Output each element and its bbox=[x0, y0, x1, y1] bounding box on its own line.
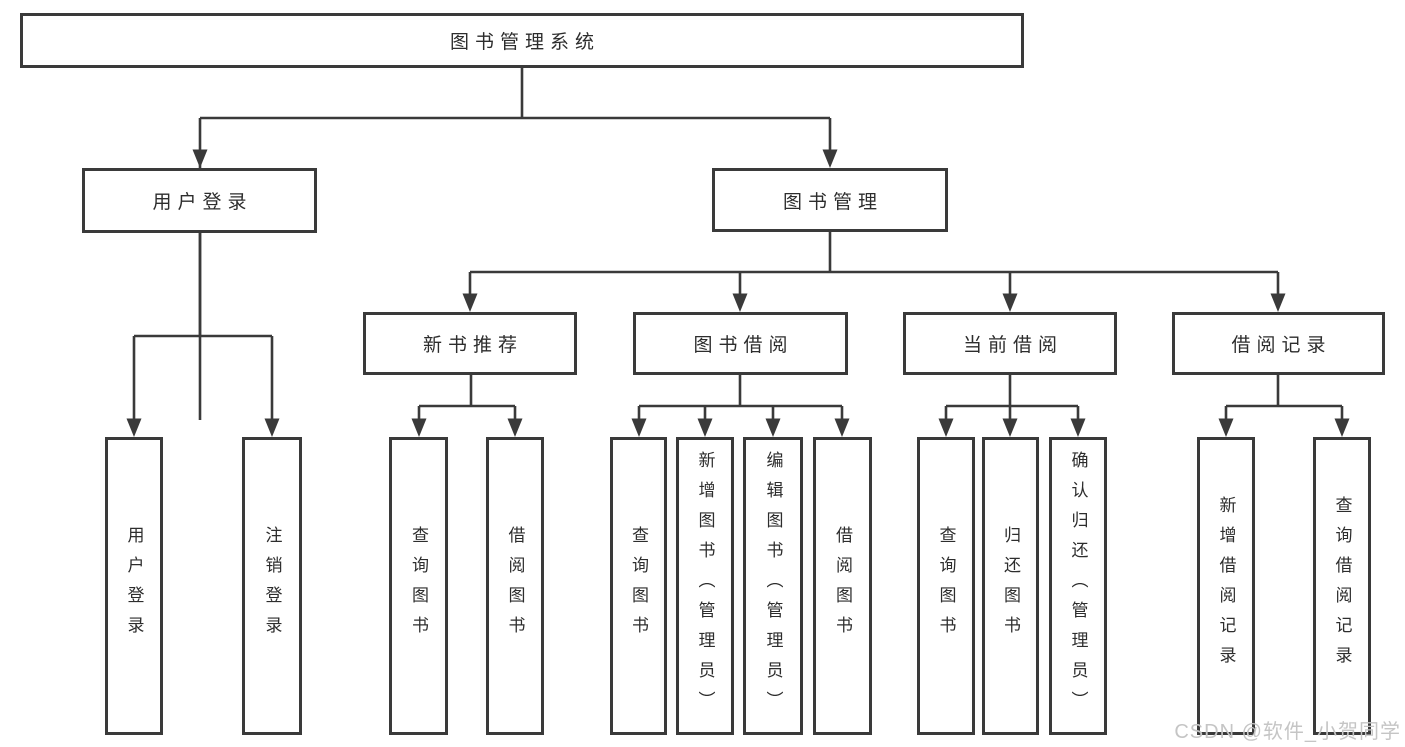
node-book-management: 图书管理 bbox=[712, 168, 948, 232]
leaf-borrow-add-book-label: 新增图书（管理员） bbox=[695, 451, 715, 721]
leaf-user-login-label: 用户登录 bbox=[124, 526, 144, 646]
connector-user-login-to-leaves bbox=[126, 233, 280, 437]
leaf-borrow-query-book-label: 查询图书 bbox=[629, 526, 648, 646]
leaf-current-return-book: 归还图书 bbox=[982, 437, 1039, 735]
leaf-records-query-record-label: 查询借阅记录 bbox=[1332, 496, 1352, 676]
node-borrow-records-label: 借阅记录 bbox=[1231, 335, 1332, 356]
node-borrow-records: 借阅记录 bbox=[1172, 312, 1385, 375]
leaf-current-query-book-label: 查询图书 bbox=[936, 526, 956, 646]
leaf-borrow-edit-book-label: 编辑图书（管理员） bbox=[763, 451, 783, 721]
connector-borrow-records-to-leaves bbox=[1218, 374, 1350, 437]
connector-book-management-to-level3 bbox=[462, 231, 1286, 312]
leaf-borrow-borrow-book: 借阅图书 bbox=[813, 437, 872, 735]
leaf-borrow-add-book: 新增图书（管理员） bbox=[676, 437, 734, 735]
csdn-watermark: CSDN @软件_小贺同学 bbox=[1174, 721, 1401, 743]
node-book-borrow: 图书借阅 bbox=[633, 312, 848, 375]
node-new-book-recommend-label: 新书推荐 bbox=[422, 335, 523, 356]
node-root-label: 图书管理系统 bbox=[449, 32, 600, 53]
node-current-borrow-label: 当前借阅 bbox=[962, 335, 1063, 356]
connector-book-borrow-to-leaves bbox=[631, 374, 850, 437]
node-user-login: 用户登录 bbox=[82, 168, 317, 233]
node-current-borrow: 当前借阅 bbox=[903, 312, 1117, 375]
leaf-recommend-query-book: 查询图书 bbox=[389, 437, 448, 735]
leaf-logout: 注销登录 bbox=[242, 437, 302, 735]
connector-current-borrow-to-leaves bbox=[938, 374, 1086, 437]
node-root: 图书管理系统 bbox=[20, 13, 1024, 68]
leaf-current-query-book: 查询图书 bbox=[917, 437, 975, 735]
connector-recommend-to-leaves bbox=[411, 374, 523, 437]
leaf-recommend-query-book-label: 查询图书 bbox=[409, 526, 428, 646]
leaf-current-confirm-return-label: 确认归还（管理员） bbox=[1068, 451, 1088, 721]
leaf-records-add-record: 新增借阅记录 bbox=[1197, 437, 1255, 735]
node-new-book-recommend: 新书推荐 bbox=[363, 312, 577, 375]
leaf-borrow-query-book: 查询图书 bbox=[610, 437, 667, 735]
connector-root-to-level2 bbox=[192, 66, 838, 420]
leaf-borrow-borrow-book-label: 借阅图书 bbox=[833, 526, 852, 646]
leaf-current-confirm-return: 确认归还（管理员） bbox=[1049, 437, 1107, 735]
node-user-login-label: 用户登录 bbox=[152, 192, 253, 213]
leaf-recommend-borrow-book: 借阅图书 bbox=[486, 437, 544, 735]
node-book-borrow-label: 图书借阅 bbox=[693, 335, 794, 356]
node-book-management-label: 图书管理 bbox=[782, 191, 883, 213]
leaf-borrow-edit-book: 编辑图书（管理员） bbox=[743, 437, 803, 735]
leaf-records-add-record-label: 新增借阅记录 bbox=[1216, 496, 1236, 676]
leaf-logout-label: 注销登录 bbox=[262, 526, 282, 646]
leaf-records-query-record: 查询借阅记录 bbox=[1313, 437, 1371, 735]
leaf-current-return-book-label: 归还图书 bbox=[1001, 526, 1020, 646]
leaf-recommend-borrow-book-label: 借阅图书 bbox=[505, 526, 525, 646]
leaf-user-login: 用户登录 bbox=[105, 437, 163, 735]
